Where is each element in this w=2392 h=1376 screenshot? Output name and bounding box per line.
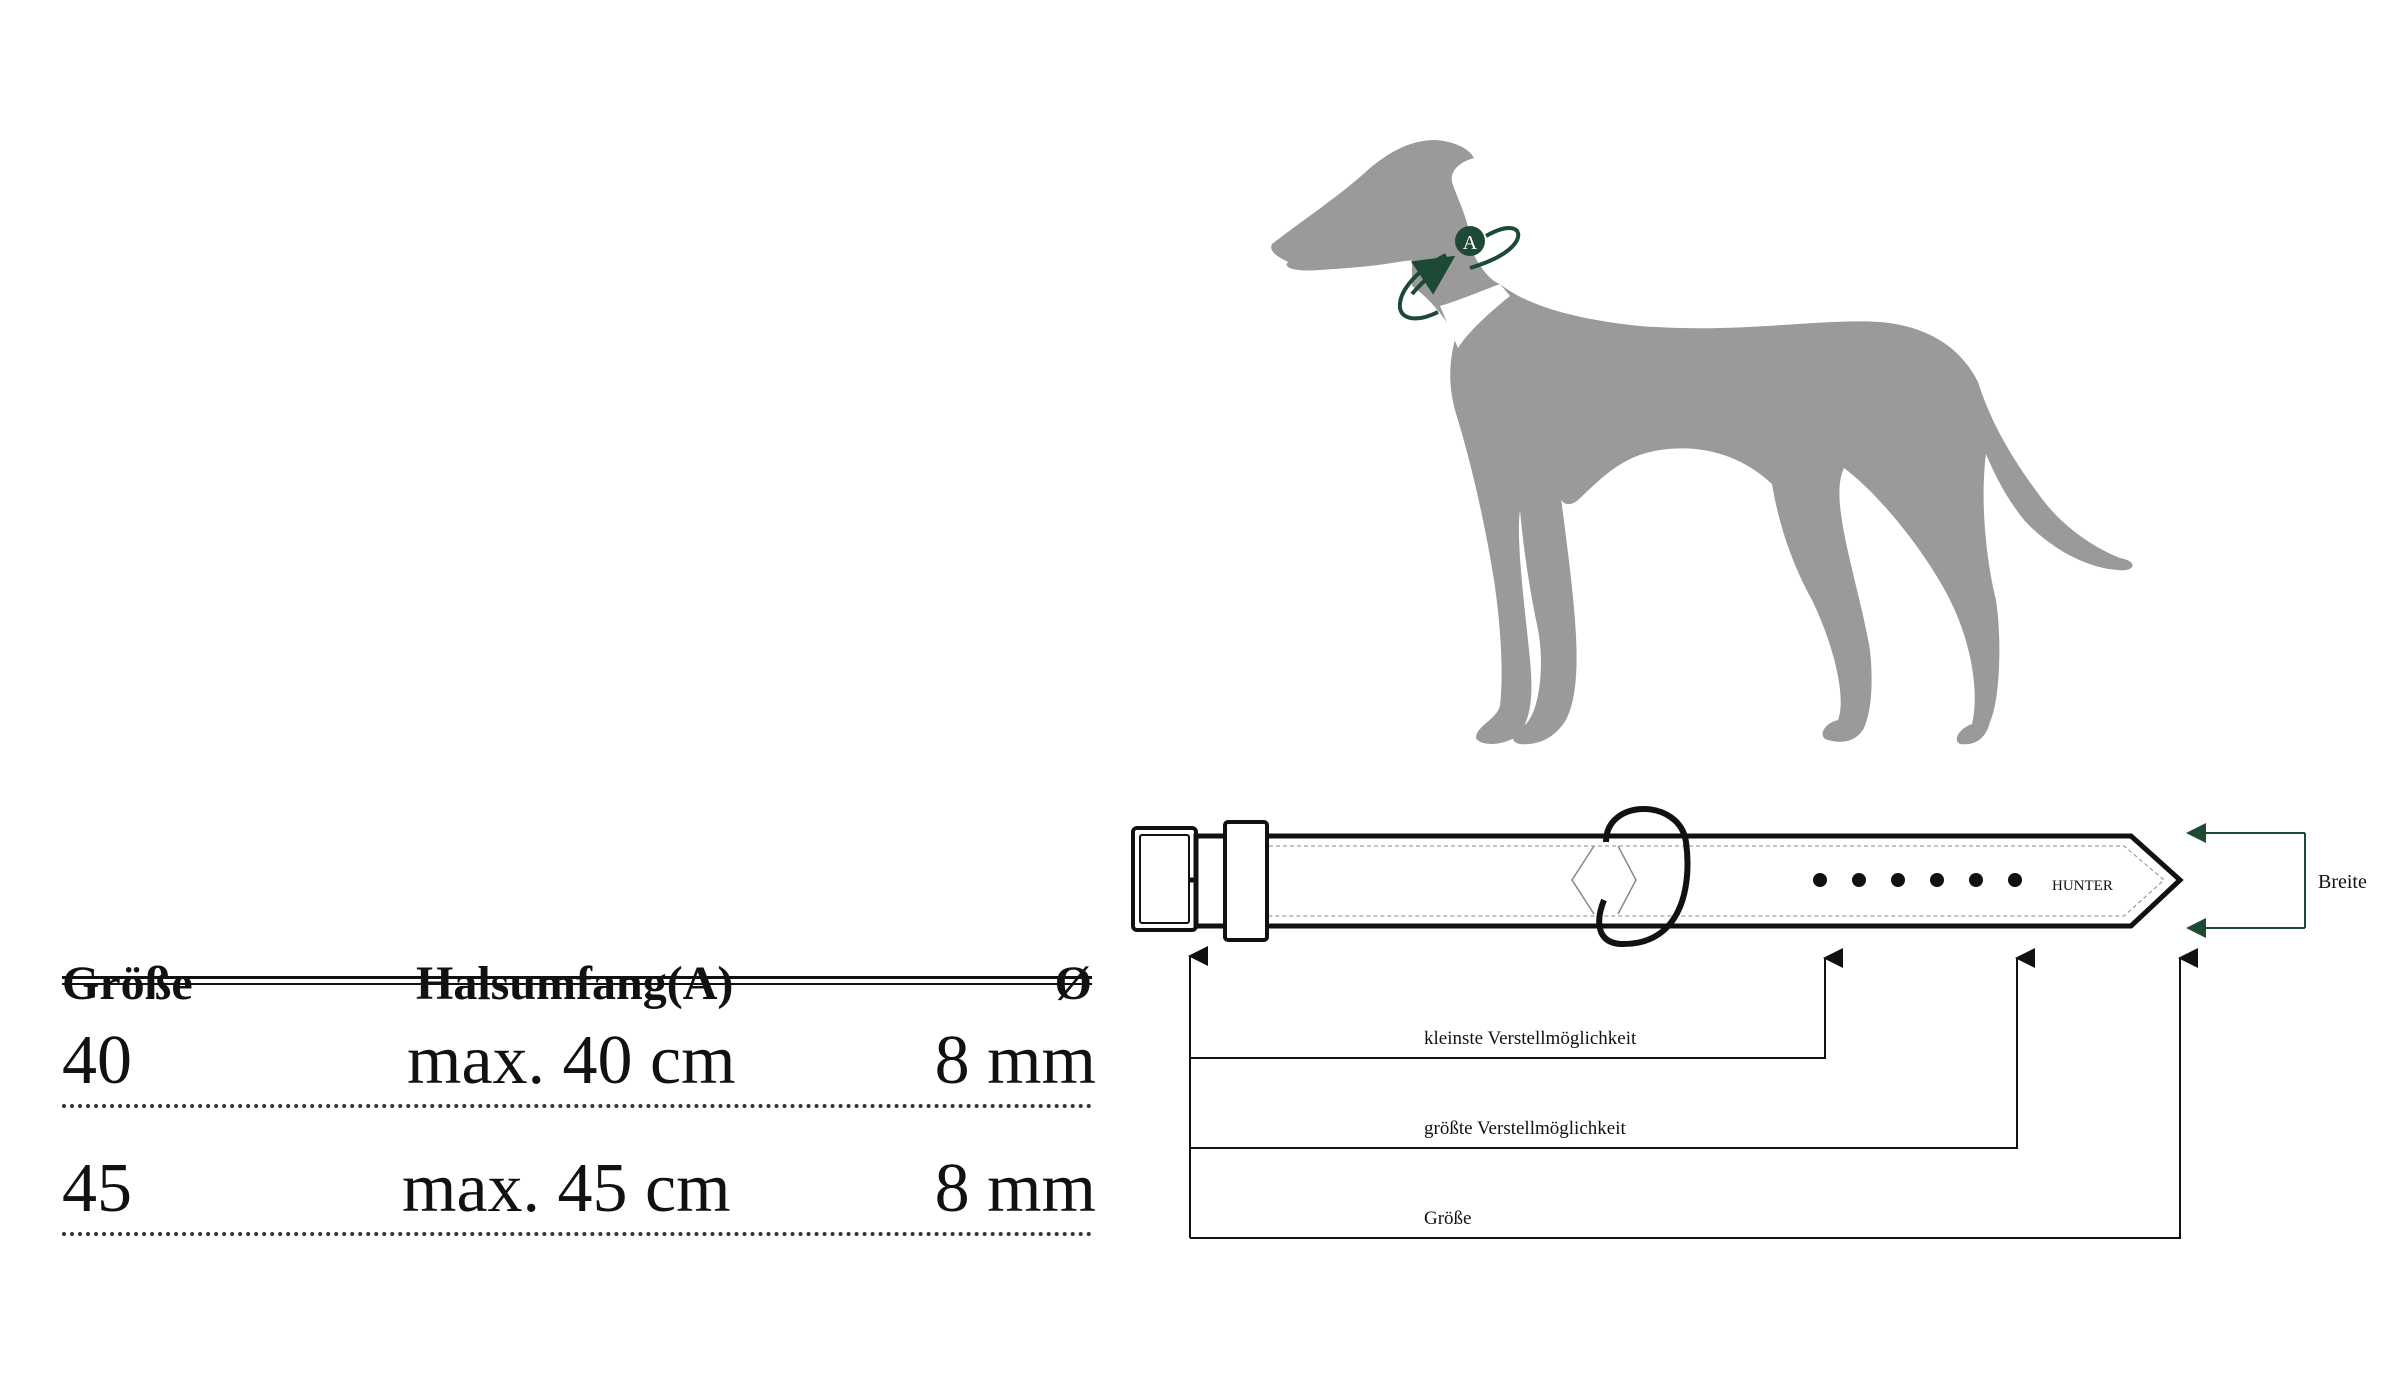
- collar-buckle: [1131, 826, 1198, 932]
- dog-silhouette: [1271, 140, 2133, 745]
- label-largest-adjustment: größte Verstellmöglichkeit: [1424, 1118, 1626, 1139]
- dimension-lines: [1188, 946, 2198, 1239]
- collar-keeper: [1223, 820, 1269, 942]
- header-rule: [62, 976, 1092, 979]
- row-neck-circumference: max. 40 cm: [407, 1022, 736, 1099]
- collar-holes: [1813, 873, 2022, 887]
- neck-measurement-marker: A: [1397, 226, 1521, 321]
- collar-brand-logo: HUNTER: [2052, 878, 2113, 894]
- row-size: 45: [62, 1150, 132, 1227]
- row-divider: [62, 1104, 1092, 1108]
- marker-circle: [1455, 226, 1485, 256]
- width-label: Breite: [2318, 871, 2367, 893]
- row-divider: [62, 1232, 1092, 1236]
- neck-band: [1440, 284, 1510, 348]
- row-diameter: 8 mm: [934, 1150, 1096, 1227]
- label-size: Größe: [1424, 1208, 1471, 1229]
- size-table-header: Größe Halsumfang(A) Ø: [62, 918, 1092, 1008]
- marker-label: A: [1463, 232, 1478, 254]
- row-diameter: 8 mm: [934, 1022, 1096, 1099]
- table-row: 40 max. 40 cm 8 mm: [62, 1010, 1096, 1108]
- width-dimension: [2186, 823, 2306, 938]
- row-neck-circumference: max. 45 cm: [402, 1150, 731, 1227]
- collar-drawing: [1131, 806, 2184, 948]
- label-smallest-adjustment: kleinste Verstellmöglichkeit: [1424, 1028, 1637, 1049]
- row-size: 40: [62, 1022, 132, 1099]
- table-row: 45 max. 45 cm 8 mm: [62, 1138, 1096, 1236]
- header-rule-second: [62, 983, 1092, 985]
- collar-d-ring: [1596, 806, 1691, 948]
